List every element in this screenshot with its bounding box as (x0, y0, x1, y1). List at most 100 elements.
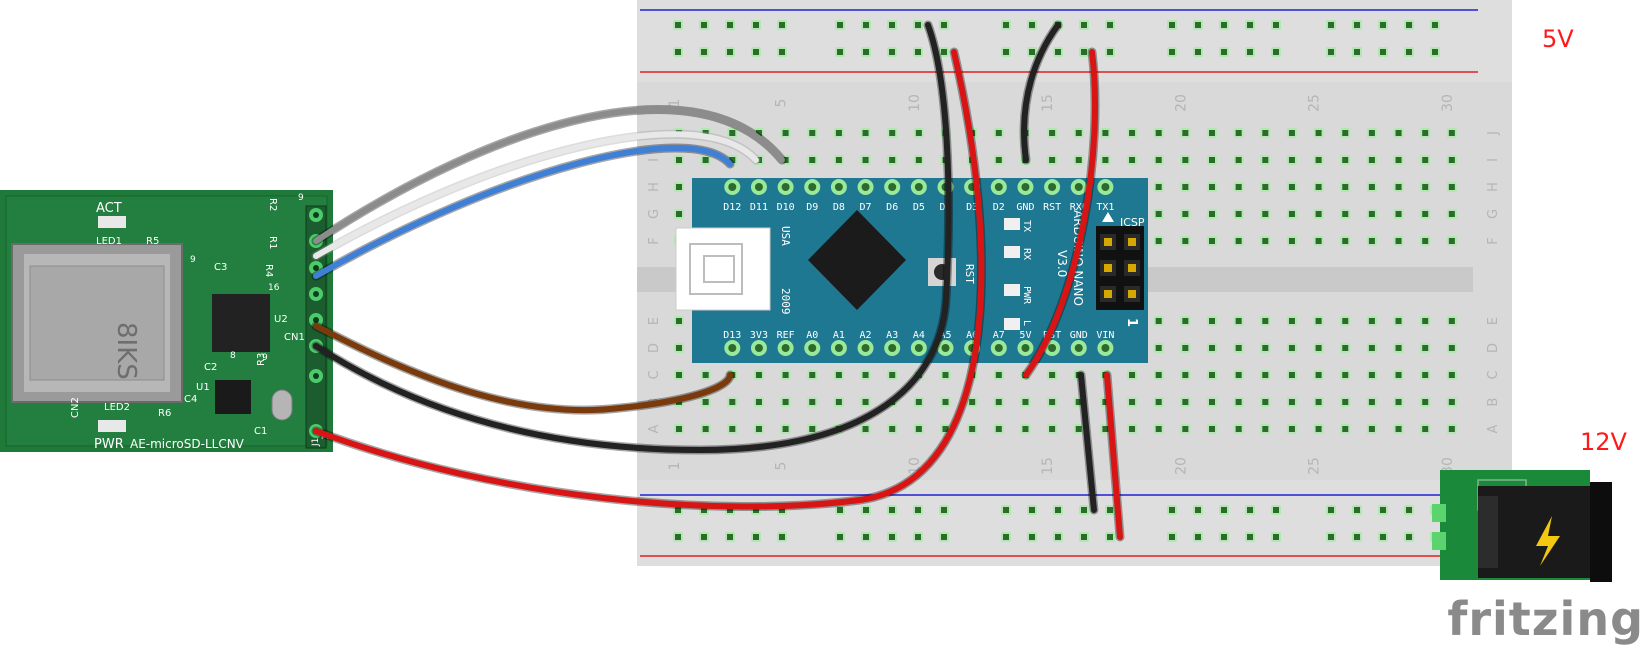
sd-u2-label: U2 (274, 314, 288, 325)
nano-pin-label-top: D8 (833, 202, 845, 213)
nano-icsp-pin1: 1 (1124, 318, 1139, 327)
row-letter-right: I (1486, 158, 1501, 162)
column-number-bottom: 25 (1307, 457, 1323, 475)
sd-cn1-label: CN1 (284, 332, 305, 343)
row-letter-left: H (647, 182, 662, 192)
sd-card-text: 8IKS (111, 322, 141, 380)
nano-pin-label-bottom: 5V (1019, 330, 1031, 341)
row-letter-right: A (1486, 424, 1501, 433)
wire-brown (313, 323, 733, 414)
label-12v: 12V (1580, 428, 1627, 456)
sd-module-name: AE-microSD-LLCNV (130, 437, 245, 451)
nano-pin-label-bottom: D13 (723, 330, 741, 341)
row-letter-right: F (1486, 237, 1501, 244)
wire-gray (313, 106, 785, 244)
row-letter-left: G (647, 209, 662, 219)
column-number-top: 1 (667, 99, 683, 108)
row-letter-left: I (647, 158, 662, 162)
nano-pin-label-bottom: REF (777, 330, 795, 341)
nano-pin-label-bottom: GND (1070, 330, 1088, 341)
nano-led-label: TX (1021, 220, 1032, 232)
nano-pin-label-top: RST (1043, 202, 1061, 213)
nano-icsp-header (1096, 226, 1144, 310)
sd-pwr-label: PWR (94, 437, 124, 452)
label-5v: 5V (1542, 25, 1574, 53)
nano-pin-label-bottom: A0 (806, 330, 818, 341)
nano-pin-holes (724, 179, 1114, 356)
row-letter-right: C (1486, 370, 1501, 379)
column-number-top: 30 (1440, 94, 1456, 112)
nano-pin-label-top: TX1 (1096, 202, 1114, 213)
row-letter-right: B (1486, 398, 1501, 407)
row-letter-left: D (647, 343, 662, 353)
nano-year-text: 2009 (779, 288, 792, 315)
nano-pin-label-bottom: A5 (939, 330, 951, 341)
row-letter-left: A (647, 424, 662, 433)
sd-led1-label: LED1 (96, 236, 122, 247)
column-number-top: 5 (774, 99, 790, 108)
row-letter-right: G (1486, 209, 1501, 219)
column-number-top: 15 (1040, 94, 1056, 112)
nano-pin-label-top: D12 (723, 202, 741, 213)
sd-pin9c-label: 9 (262, 353, 268, 363)
column-number-bottom: 20 (1173, 457, 1189, 475)
fritzing-logo: fritzing (1447, 592, 1644, 646)
nano-pin-label-top: D5 (913, 202, 925, 213)
nano-pin-label-top: D6 (886, 202, 898, 213)
sd-c1-label: C1 (254, 426, 267, 437)
wire-black-sd-gnd (313, 22, 952, 454)
column-number-bottom: 1 (667, 462, 683, 471)
row-letter-left: C (647, 370, 662, 379)
nano-pin-label-top: D11 (750, 202, 768, 213)
nano-pin-label-top: D7 (860, 202, 872, 213)
jumper-wires (311, 20, 1125, 542)
nano-led (1004, 284, 1020, 296)
sd-r5-label: R5 (146, 236, 159, 247)
sd-u1-label: U1 (196, 382, 210, 393)
nano-pin-label-top: D2 (993, 202, 1005, 213)
sd-r2-label: R2 (267, 198, 278, 211)
nano-pin-label-top: RX0 (1070, 202, 1088, 213)
power-bolt-icon (1536, 516, 1560, 566)
nano-pin-label-bottom: A1 (833, 330, 845, 341)
nano-pin-label-bottom: A2 (860, 330, 872, 341)
sd-chip-u2 (212, 294, 270, 352)
nano-led-label: PWR (1021, 286, 1032, 305)
row-letter-left: E (647, 317, 662, 325)
sd-r4-label: R4 (263, 264, 274, 277)
sd-chip-u1 (215, 380, 251, 414)
row-letter-right: D (1486, 343, 1501, 353)
wire-red-sd-vcc (313, 49, 985, 510)
nano-mcu-chip (808, 210, 906, 310)
sd-r1-label: R1 (267, 236, 278, 249)
nano-led-label: L (1021, 320, 1032, 326)
nano-usa-text: USA (779, 226, 792, 246)
nano-pin-label-top: D10 (777, 202, 795, 213)
sd-led1 (98, 216, 126, 228)
row-letter-right: J (1486, 131, 1501, 136)
column-number-top: 25 (1307, 94, 1323, 112)
sd-led2 (98, 420, 126, 432)
row-letter-left: F (647, 237, 662, 244)
column-number-bottom: 5 (774, 462, 790, 471)
nano-pin-label-top: D3 (966, 202, 978, 213)
column-number-top: 20 (1173, 94, 1189, 112)
nano-pin-label-top: D9 (806, 202, 818, 213)
nano-led (1004, 246, 1020, 258)
nano-pin-label-bottom: A6 (966, 330, 978, 341)
sd-act-label: ACT (96, 201, 122, 216)
nano-pin-label-bottom: VIN (1096, 330, 1114, 341)
row-letter-right: H (1486, 182, 1501, 192)
sd-led2-label: LED2 (104, 402, 130, 413)
sd-r3-label: R3 (256, 353, 267, 366)
sd-c3-label: C3 (214, 262, 227, 273)
sd-pin9a-label: 9 (298, 193, 304, 203)
wire-red-vin (1104, 372, 1123, 540)
nano-pin-label-top: GND (1016, 202, 1034, 213)
nano-led (1004, 218, 1020, 230)
nano-pin-label-bottom: A7 (993, 330, 1005, 341)
